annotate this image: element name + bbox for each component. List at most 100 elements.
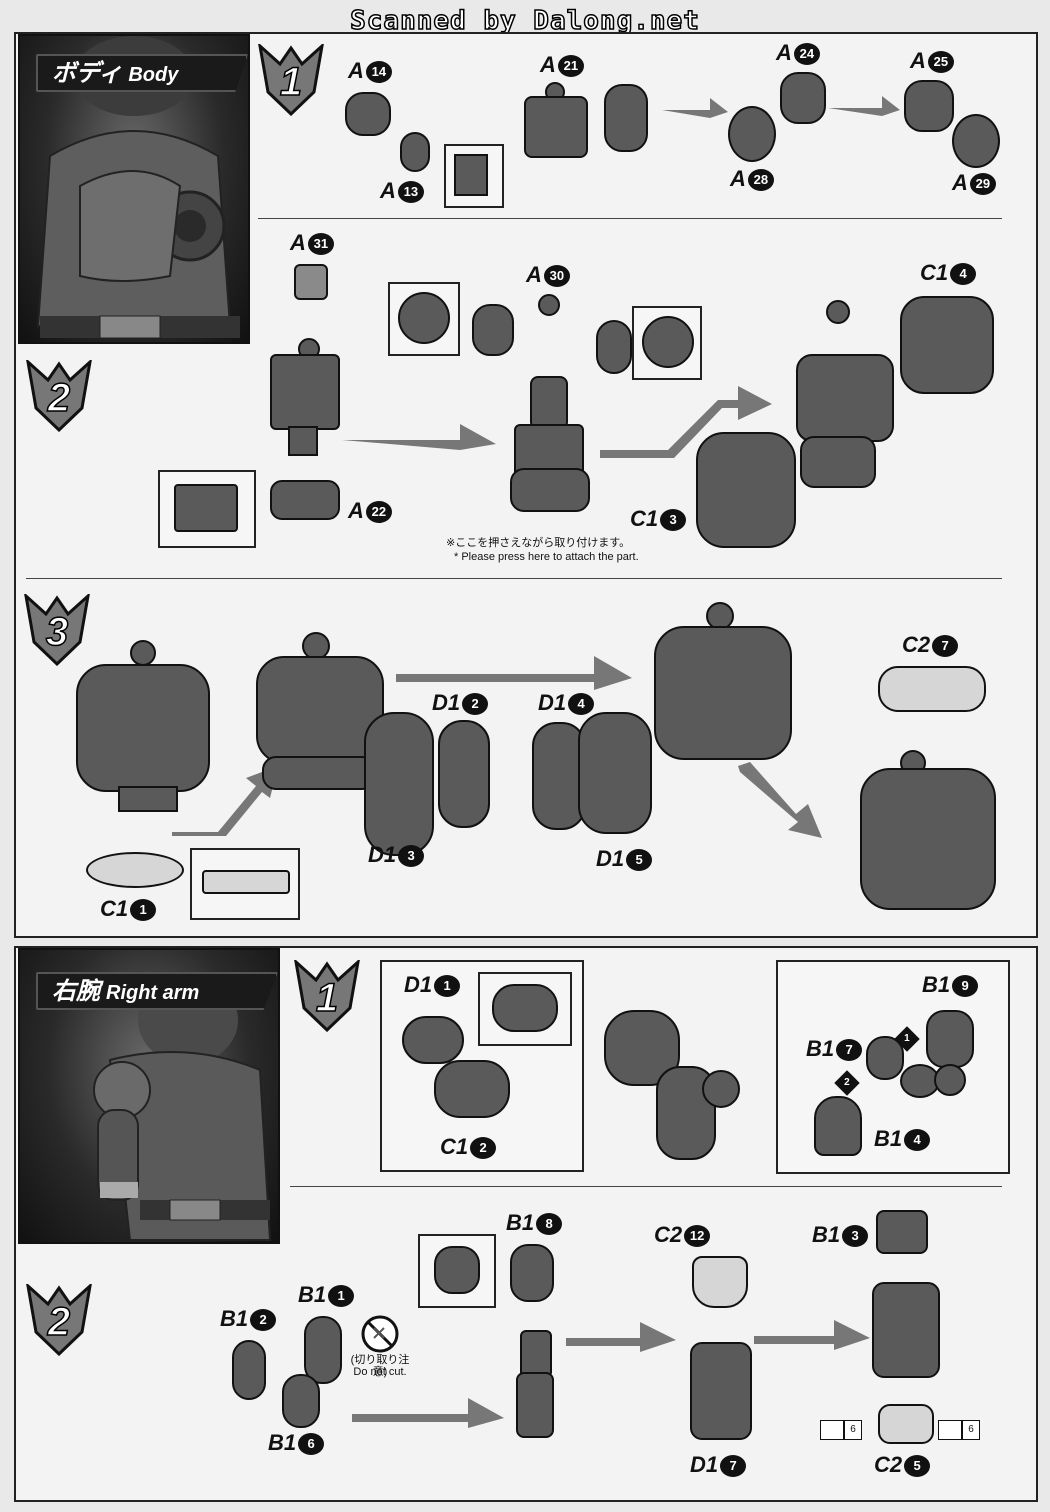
- part-a28: [728, 106, 776, 162]
- step-badge-icon: [26, 1284, 92, 1356]
- part-a21: [524, 96, 588, 158]
- part-a13: [400, 132, 430, 172]
- step-flow-arrow: [600, 386, 772, 458]
- part-c212: [692, 1256, 748, 1308]
- part-b17-joint: [900, 1064, 940, 1098]
- a22-detail-inset: [158, 470, 256, 548]
- c11-detail-inset: [190, 848, 300, 920]
- torso-assembly-peg: [826, 300, 850, 324]
- torso-neck: [530, 376, 568, 430]
- part-a31: [294, 264, 328, 300]
- part-c11: [86, 852, 184, 888]
- chest-assembly-c: [654, 626, 792, 760]
- part-c27: [878, 666, 986, 712]
- chest-assembly-final: [860, 768, 996, 910]
- d11-detail-inset: [478, 972, 572, 1046]
- forearm-armor: [872, 1282, 940, 1378]
- shoulder-part-right: [596, 320, 632, 374]
- step-badge-arm-1: 1: [294, 960, 360, 1032]
- part-a24: [780, 72, 826, 124]
- no-cut-label-jp: (切り取り注意): [350, 1354, 410, 1378]
- section-label-jp: ボディ: [52, 59, 123, 87]
- a30-detail-inset-right: [632, 306, 702, 380]
- step-badge-body-1: 1: [258, 44, 324, 116]
- part-b11: [304, 1316, 342, 1384]
- shoulder-part-left: [472, 304, 514, 356]
- forearm-joint: [520, 1330, 552, 1378]
- step-divider: [258, 218, 1002, 219]
- step-divider: [290, 1186, 1002, 1187]
- watermark: Scanned by Dalong.net: [349, 5, 700, 37]
- part-a21-side: [604, 84, 648, 152]
- step-flow-arrow: [342, 424, 496, 450]
- no-cut-label-en: Do not cut.: [353, 1366, 407, 1378]
- part-b12: [232, 1340, 266, 1400]
- step-divider: [26, 578, 1002, 579]
- part-b18: [510, 1244, 554, 1302]
- section-label-en: Body: [128, 64, 179, 86]
- part-a14: [345, 92, 391, 136]
- part-c25: [878, 1404, 934, 1444]
- part-b14: [814, 1096, 862, 1156]
- torso-core-joint: [288, 426, 318, 456]
- step-flow-arrow: [738, 762, 822, 838]
- step-flow-arrow: [754, 1320, 870, 1350]
- torso-core: [270, 354, 340, 430]
- press-note-en: * Please press here to attach the part.: [454, 551, 639, 563]
- torso-assembly: [796, 354, 894, 442]
- reference-number: 6: [844, 1420, 862, 1440]
- forearm-core: [516, 1372, 554, 1438]
- step-flow-arrow: [662, 98, 728, 118]
- b18-detail-inset: [418, 1234, 496, 1308]
- step-badge-icon: [294, 960, 360, 1032]
- part-c14: [900, 296, 994, 394]
- part-d11: [402, 1016, 464, 1064]
- a30-detail-inset-left: [388, 282, 460, 356]
- step-flow-arrow: [828, 96, 900, 116]
- reference-number: 6: [962, 1420, 980, 1440]
- reference-box-icon: [938, 1420, 962, 1440]
- part-c13: [696, 432, 796, 548]
- chest-b-peg: [302, 632, 330, 660]
- step-badge-arm-2: 2: [26, 1284, 92, 1356]
- part-b16: [282, 1374, 320, 1428]
- torso-waist: [510, 468, 590, 512]
- part-a30: [538, 294, 560, 316]
- part-d15: [578, 712, 652, 834]
- section-label-jp: 右腕: [52, 977, 100, 1005]
- arm-ball-joint: [702, 1070, 740, 1108]
- part-d14: [532, 722, 586, 830]
- part-a29: [952, 114, 1000, 168]
- part-d17: [690, 1342, 752, 1440]
- step-badge-icon: [24, 594, 90, 666]
- chest-a-peg: [130, 640, 156, 666]
- chest-a-base: [118, 786, 178, 812]
- step-number: 1: [279, 59, 303, 105]
- part-c12: [434, 1060, 510, 1118]
- torso-assembly-waist: [800, 436, 876, 488]
- part-b13: [876, 1210, 928, 1254]
